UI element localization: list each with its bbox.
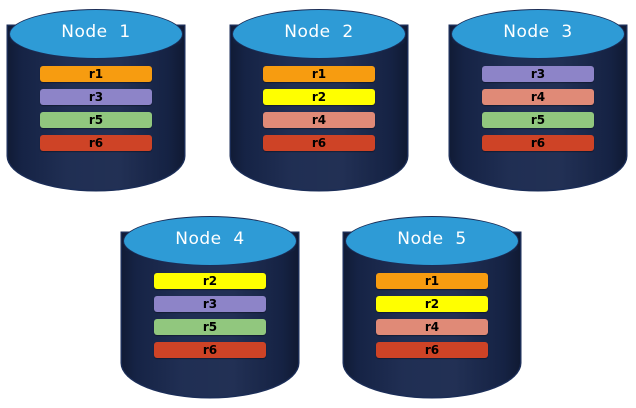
replica-bar: r2 bbox=[376, 296, 488, 312]
node-label: Node 5 bbox=[397, 229, 467, 249]
replica-bar-list: r1 r3 r5 r6 bbox=[40, 66, 152, 151]
replica-bar: r3 bbox=[40, 89, 152, 105]
replica-bar: r4 bbox=[376, 319, 488, 335]
replica-bar: r1 bbox=[263, 66, 375, 82]
replica-bar: r4 bbox=[263, 112, 375, 128]
node-cylinder: Node 1 r1 r3 r5 r6 bbox=[8, 8, 184, 190]
replica-bar: r6 bbox=[376, 342, 488, 358]
node-label: Node 4 bbox=[175, 229, 245, 249]
node-label: Node 3 bbox=[503, 22, 573, 42]
node-cylinder: Node 2 r1 r2 r4 r6 bbox=[231, 8, 407, 190]
replica-bar-list: r1 r2 r4 r6 bbox=[263, 66, 375, 151]
replica-bar: r5 bbox=[154, 319, 266, 335]
cylinder-top-ellipse bbox=[9, 9, 183, 59]
replica-bar: r2 bbox=[154, 273, 266, 289]
cylinder-top-ellipse bbox=[232, 9, 406, 59]
replica-bar-list: r1 r2 r4 r6 bbox=[376, 273, 488, 358]
replica-bar: r2 bbox=[263, 89, 375, 105]
replica-bar: r6 bbox=[40, 135, 152, 151]
cylinder-top-ellipse bbox=[345, 216, 519, 266]
node-label: Node 2 bbox=[284, 22, 354, 42]
cylinder-top-ellipse bbox=[451, 9, 625, 59]
replica-bar: r4 bbox=[482, 89, 594, 105]
replica-bar-list: r3 r4 r5 r6 bbox=[482, 66, 594, 151]
replica-bar: r1 bbox=[376, 273, 488, 289]
node-cylinder: Node 5 r1 r2 r4 r6 bbox=[344, 215, 520, 397]
replica-bar: r5 bbox=[40, 112, 152, 128]
replica-bar-list: r2 r3 r5 r6 bbox=[154, 273, 266, 358]
cylinder-top-ellipse bbox=[123, 216, 297, 266]
replica-bar: r5 bbox=[482, 112, 594, 128]
replica-bar: r6 bbox=[263, 135, 375, 151]
replica-bar: r3 bbox=[154, 296, 266, 312]
replica-bar: r3 bbox=[482, 66, 594, 82]
replica-bar: r6 bbox=[154, 342, 266, 358]
replica-bar: r6 bbox=[482, 135, 594, 151]
replica-bar: r1 bbox=[40, 66, 152, 82]
node-label: Node 1 bbox=[61, 22, 131, 42]
node-cylinder: Node 3 r3 r4 r5 r6 bbox=[450, 8, 626, 190]
node-cylinder: Node 4 r2 r3 r5 r6 bbox=[122, 215, 298, 397]
